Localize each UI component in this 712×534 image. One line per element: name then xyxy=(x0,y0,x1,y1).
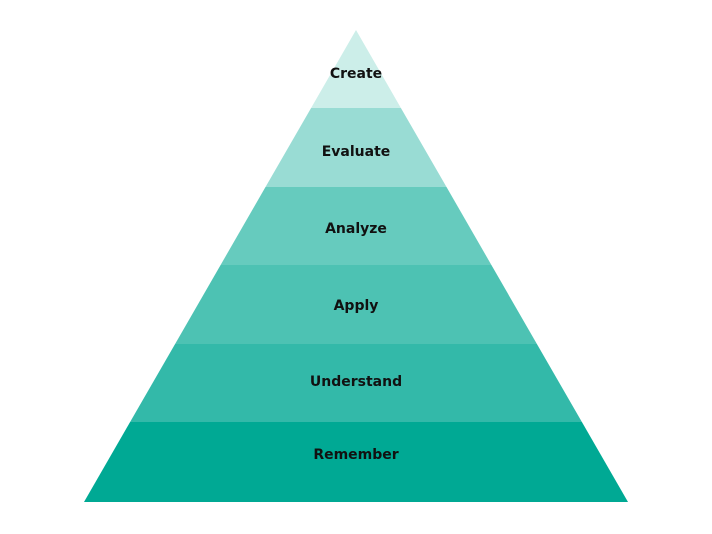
layer-analyze-label: Analyze xyxy=(325,221,387,237)
layer-apply-label: Apply xyxy=(334,298,379,314)
layer-analyze-band xyxy=(220,187,492,265)
layer-remember-band xyxy=(84,422,628,502)
layer-evaluate-band xyxy=(265,108,447,187)
layer-remember-label: Remember xyxy=(313,447,398,463)
layer-create-label: Create xyxy=(330,66,382,82)
layer-apply-band xyxy=(175,265,537,344)
layer-understand-label: Understand xyxy=(310,374,402,390)
layer-understand-band xyxy=(130,344,582,422)
layer-evaluate-label: Evaluate xyxy=(322,144,391,160)
layer-create-band xyxy=(311,30,401,108)
